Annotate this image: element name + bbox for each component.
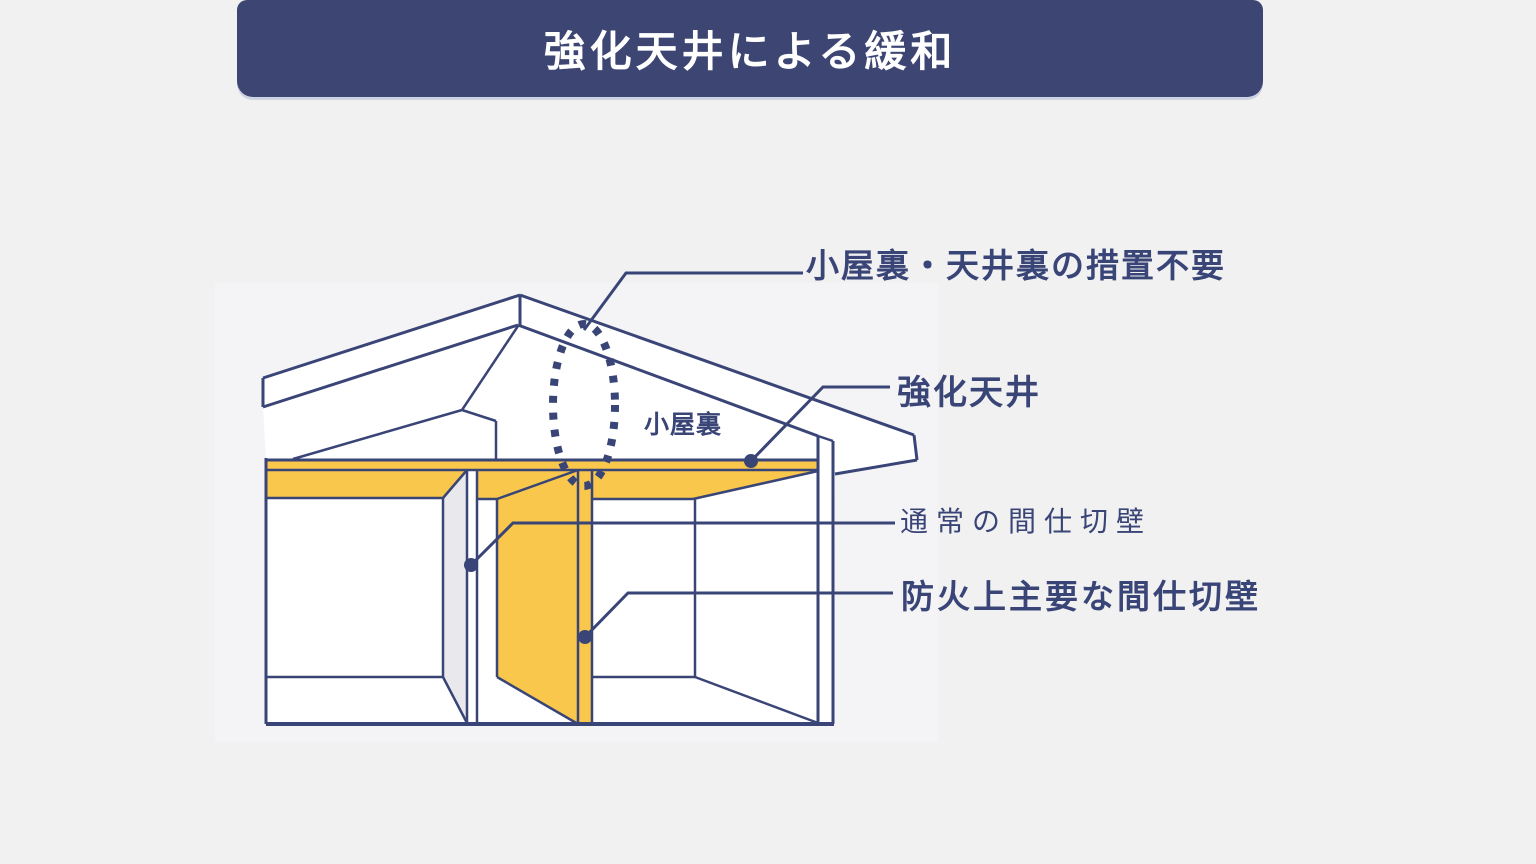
partition-floor-edge	[441, 676, 469, 724]
partition-face	[443, 470, 467, 724]
attic-ridge-back	[460, 325, 520, 411]
roof-left-inner	[262, 323, 519, 409]
callout-fire-partition: 防火上主要な間仕切壁	[901, 578, 1261, 615]
attic-far-eave	[292, 408, 463, 461]
roof-right-inner	[517, 323, 819, 438]
dot-normal-partition	[464, 558, 478, 572]
ceiling-face-right	[592, 471, 818, 499]
leader-normal-partition	[469, 521, 895, 567]
fire-wall-floor-edge	[496, 675, 579, 726]
page-title: 強化天井による緩和	[543, 28, 957, 75]
ceiling-right-edge	[692, 469, 819, 501]
floor-side-right	[694, 675, 819, 725]
roof-right-fascia	[912, 434, 919, 461]
attic-highlight-ellipse	[549, 320, 619, 490]
title-banner: 強化天井による緩和	[237, 0, 1263, 97]
partition-top-edge	[442, 469, 468, 499]
roof-left-top	[262, 293, 521, 380]
ceiling-band	[266, 459, 818, 471]
dot-fire-partition	[578, 630, 592, 644]
dot-reinforced-ceiling	[744, 454, 758, 468]
roof-right-soffit	[834, 458, 918, 476]
callout-normal-partition: 通常の間仕切壁	[900, 506, 1153, 537]
ceiling-face-left	[266, 471, 467, 498]
fire-wall-face	[497, 470, 578, 724]
fire-wall-top-edge	[496, 468, 579, 501]
leader-reinforced-ceiling	[749, 385, 890, 463]
partition-edge	[467, 471, 477, 724]
callout-attic-note: 小屋裏・天井裏の措置不要	[806, 247, 1226, 284]
roof-right-inner-2	[817, 434, 834, 443]
roof-right-top	[519, 293, 915, 437]
attic-label: 小屋裏	[644, 411, 723, 439]
leader-attic-note	[582, 271, 803, 331]
leader-fire-partition	[583, 591, 893, 639]
attic-gable-edge	[461, 408, 497, 423]
callout-reinforced-ceiling: 強化天井	[897, 374, 1041, 412]
fire-wall-edge	[578, 471, 592, 724]
